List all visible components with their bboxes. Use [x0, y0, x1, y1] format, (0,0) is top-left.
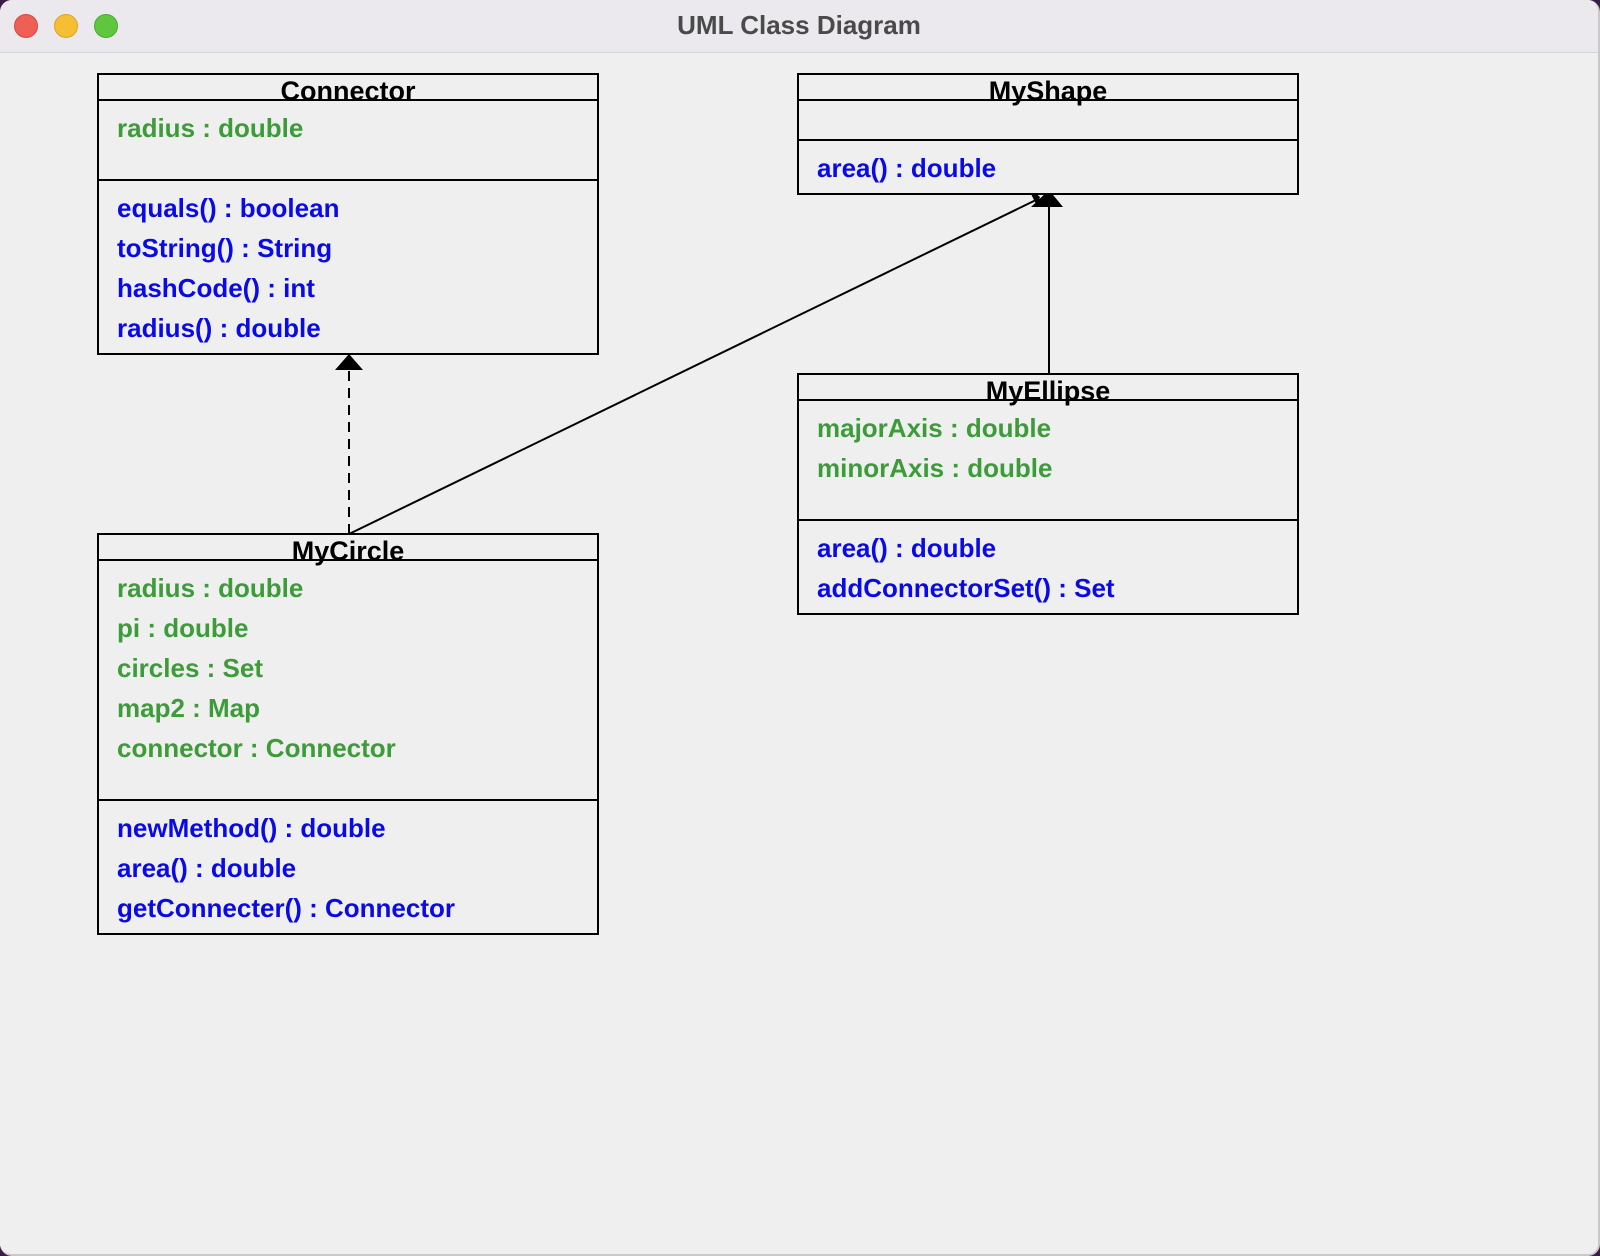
- class-box-myellipse[interactable]: MyEllipse majorAxis : double minorAxis :…: [797, 373, 1299, 615]
- attribute-section: radius : double: [99, 101, 597, 181]
- attribute-item: circles : Set: [117, 653, 263, 683]
- title-bar: UML Class Diagram: [0, 0, 1598, 53]
- class-name: Connector: [99, 75, 597, 106]
- class-box-connector[interactable]: Connector radius : double equals() : boo…: [97, 73, 599, 355]
- attribute-section: majorAxis : double minorAxis : double: [799, 401, 1297, 521]
- method-item: toString() : String: [117, 233, 333, 263]
- minimize-window-button[interactable]: [54, 14, 78, 38]
- class-name: MyEllipse: [799, 375, 1297, 406]
- window-title: UML Class Diagram: [677, 10, 921, 40]
- generalization-arrowhead-myellipse: [1031, 190, 1063, 207]
- attribute-item: radius : double: [117, 573, 304, 603]
- class-name: MyCircle: [99, 535, 597, 566]
- method-section: newMethod() : double area() : double get…: [99, 801, 597, 933]
- method-item: hashCode() : int: [117, 273, 315, 303]
- attribute-item: radius : double: [117, 113, 304, 143]
- method-item: equals() : boolean: [117, 193, 340, 223]
- attribute-item: minorAxis : double: [817, 453, 1053, 483]
- relationship-layer: [335, 186, 1063, 535]
- class-box-mycircle[interactable]: MyCircle radius : double pi : double cir…: [97, 533, 599, 935]
- zoom-window-button[interactable]: [94, 14, 118, 38]
- class-name: MyShape: [799, 75, 1297, 106]
- attribute-item: connector : Connector: [117, 733, 396, 763]
- method-item: addConnectorSet() : Set: [817, 573, 1115, 603]
- method-section: area() : double addConnectorSet() : Set: [799, 521, 1297, 613]
- method-item: radius() : double: [117, 313, 321, 343]
- method-item: area() : double: [117, 853, 297, 883]
- attribute-section: [799, 101, 1297, 141]
- class-box-myshape[interactable]: MyShape area() : double: [797, 73, 1299, 195]
- method-item: getConnecter() : Connector: [117, 893, 455, 923]
- close-window-button[interactable]: [14, 14, 38, 38]
- method-section: equals() : boolean toString() : String h…: [99, 181, 597, 353]
- method-item: newMethod() : double: [117, 813, 386, 843]
- method-item: area() : double: [817, 533, 997, 563]
- dependency-arrowhead: [335, 354, 363, 370]
- method-section: area() : double: [799, 141, 1297, 193]
- attribute-item: majorAxis : double: [817, 413, 1052, 443]
- generalization-edge-mycircle-myshape[interactable]: [348, 198, 1039, 535]
- method-item: area() : double: [817, 153, 997, 183]
- diagram-canvas: Connector radius : double equals() : boo…: [0, 53, 1598, 1254]
- attribute-item: pi : double: [117, 613, 249, 643]
- attribute-section: radius : double pi : double circles : Se…: [99, 561, 597, 801]
- attribute-item: map2 : Map: [117, 693, 261, 723]
